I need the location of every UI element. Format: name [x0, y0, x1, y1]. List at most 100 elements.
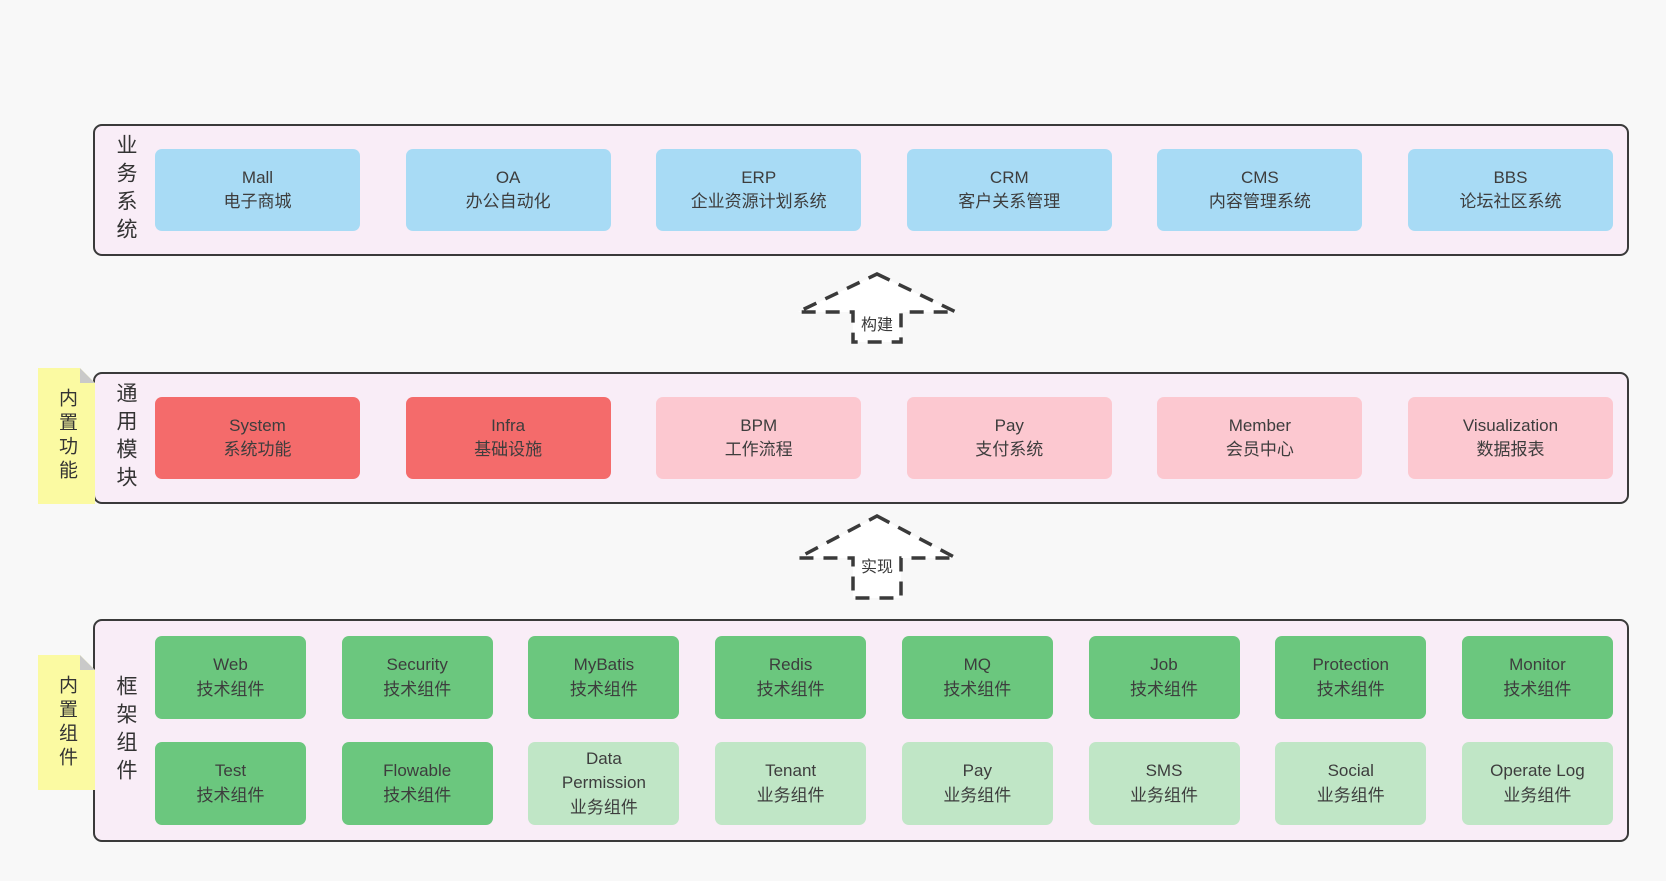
box-infra-subtitle: 基础设施: [474, 440, 543, 459]
box-data-permission: Data Permission 业务组件: [528, 742, 680, 825]
box-redis-name: Redis: [768, 655, 813, 675]
arrow-build-label: 构建: [857, 316, 897, 336]
box-mall-name: Mall: [241, 167, 274, 187]
layer-components-rows: Web 技术组件 Security 技术组件 MyBatis 技术组件 Redi…: [155, 636, 1627, 825]
box-social-name: Social: [1327, 761, 1374, 781]
box-oa-subtitle: 办公自动化: [465, 192, 551, 211]
layer-modules-label: 通用模块: [114, 382, 137, 494]
box-tenant-subtitle: 业务组件: [756, 785, 825, 805]
layer-components-row-1: Web 技术组件 Security 技术组件 MyBatis 技术组件 Redi…: [155, 636, 1613, 719]
box-mybatis-subtitle: 技术组件: [569, 679, 638, 699]
box-tenant: Tenant 业务组件: [715, 742, 867, 825]
box-operate-log-name: Operate Log: [1490, 761, 1585, 781]
box-bpm: BPM 工作流程: [656, 397, 862, 479]
box-mall: Mall 电子商城: [155, 149, 360, 231]
box-security-subtitle: 技术组件: [383, 679, 452, 699]
box-erp-subtitle: 企业资源计划系统: [690, 192, 827, 211]
box-pay-component: Pay 业务组件: [901, 742, 1053, 825]
box-member-subtitle: 会员中心: [1225, 440, 1294, 459]
box-mybatis: MyBatis 技术组件: [528, 636, 680, 719]
box-flowable-subtitle: 技术组件: [383, 785, 452, 805]
layer-business-rows: Mall 电子商城 OA 办公自动化 ERP 企业资源计划系统 CRM 客户关系…: [155, 149, 1627, 231]
arrow-implement: 实现: [792, 510, 962, 602]
box-web-name: Web: [213, 655, 248, 675]
layer-business-label: 业务系统: [114, 134, 137, 246]
box-redis-subtitle: 技术组件: [756, 679, 825, 699]
box-cms: CMS 内容管理系统: [1157, 149, 1363, 231]
box-member: Member 会员中心: [1157, 397, 1363, 479]
layer-common-modules: 通用模块 System 系统功能 Infra 基础设施 BPM 工作流程 Pay: [93, 372, 1629, 504]
box-visualization-subtitle: 数据报表: [1476, 440, 1545, 459]
box-mall-subtitle: 电子商城: [223, 192, 292, 211]
box-sms: SMS 业务组件: [1088, 742, 1240, 825]
box-pay-module-name: Pay: [994, 415, 1024, 435]
box-monitor-name: Monitor: [1509, 655, 1566, 675]
box-mq: MQ 技术组件: [901, 636, 1053, 719]
layer-components-label: 框架组件: [114, 674, 137, 787]
sticky-built-in-features: 内置功能: [38, 368, 95, 504]
layer-modules-row: System 系统功能 Infra 基础设施 BPM 工作流程 Pay 支付系统…: [155, 397, 1613, 479]
box-web-subtitle: 技术组件: [196, 679, 265, 699]
layer-business-systems: 业务系统 Mall 电子商城 OA 办公自动化 ERP 企业资源计划系统 CRM: [93, 124, 1629, 256]
box-visualization: Visualization 数据报表: [1407, 397, 1613, 479]
box-test-name: Test: [214, 761, 247, 781]
sticky-built-in-features-label: 内置功能: [56, 388, 77, 484]
box-operate-log: Operate Log 业务组件: [1461, 742, 1613, 825]
box-operate-log-subtitle: 业务组件: [1503, 785, 1572, 805]
box-pay-component-name: Pay: [962, 761, 992, 781]
box-data-permission-name: Data Permission: [561, 749, 646, 793]
box-sms-subtitle: 业务组件: [1130, 785, 1199, 805]
layer-components-label-column: 框架组件: [95, 621, 155, 840]
box-crm: CRM 客户关系管理: [906, 149, 1112, 231]
box-protection-subtitle: 技术组件: [1316, 679, 1385, 699]
box-protection-name: Protection: [1312, 655, 1389, 675]
box-oa-name: OA: [495, 167, 521, 187]
box-security: Security 技术组件: [341, 636, 493, 719]
box-security-name: Security: [386, 655, 448, 675]
box-visualization-name: Visualization: [1462, 415, 1559, 435]
box-bbs-name: BBS: [1493, 167, 1528, 187]
box-job: Job 技术组件: [1088, 636, 1240, 719]
box-mq-subtitle: 技术组件: [943, 679, 1012, 699]
arrow-up-icon: [797, 514, 957, 600]
sticky-built-in-components: 内置组件: [38, 655, 95, 790]
arrow-implement-label: 实现: [857, 558, 897, 578]
box-mq-name: MQ: [963, 655, 991, 675]
sticky-built-in-components-label: 内置组件: [56, 674, 77, 771]
box-system-subtitle: 系统功能: [223, 440, 292, 459]
box-web: Web 技术组件: [155, 636, 306, 719]
box-protection: Protection 技术组件: [1275, 636, 1427, 719]
box-mybatis-name: MyBatis: [573, 655, 635, 675]
box-bpm-name: BPM: [740, 415, 778, 435]
arrow-build: 构建: [792, 268, 962, 346]
box-infra-name: Infra: [491, 415, 526, 435]
box-pay-module: Pay 支付系统: [906, 397, 1112, 479]
layer-modules-label-column: 通用模块: [95, 374, 155, 502]
box-test: Test 技术组件: [155, 742, 306, 825]
box-system: System 系统功能: [155, 397, 360, 479]
box-erp: ERP 企业资源计划系统: [656, 149, 862, 231]
box-member-name: Member: [1228, 415, 1292, 435]
box-monitor-subtitle: 技术组件: [1503, 679, 1572, 699]
box-social: Social 业务组件: [1275, 742, 1427, 825]
box-erp-name: ERP: [741, 167, 777, 187]
box-bpm-subtitle: 工作流程: [724, 440, 793, 459]
layer-modules-rows: System 系统功能 Infra 基础设施 BPM 工作流程 Pay 支付系统…: [155, 397, 1627, 479]
box-data-permission-subtitle: 业务组件: [569, 797, 638, 817]
box-bbs-subtitle: 论坛社区系统: [1459, 192, 1562, 211]
layer-components-row-2: Test 技术组件 Flowable 技术组件 Data Permission …: [155, 742, 1613, 825]
box-infra: Infra 基础设施: [405, 397, 611, 479]
layer-framework-components: 框架组件 Web 技术组件 Security 技术组件 MyBatis 技术组件…: [93, 619, 1629, 842]
box-cms-subtitle: 内容管理系统: [1208, 192, 1311, 211]
box-tenant-name: Tenant: [765, 761, 817, 781]
box-oa: OA 办公自动化: [405, 149, 611, 231]
box-flowable: Flowable 技术组件: [341, 742, 493, 825]
layer-business-row: Mall 电子商城 OA 办公自动化 ERP 企业资源计划系统 CRM 客户关系…: [155, 149, 1613, 231]
box-pay-module-subtitle: 支付系统: [975, 440, 1044, 459]
arrow-up-icon: [797, 272, 957, 344]
box-sms-name: SMS: [1145, 761, 1183, 781]
box-flowable-name: Flowable: [383, 761, 452, 781]
box-crm-name: CRM: [989, 167, 1029, 187]
box-pay-component-subtitle: 业务组件: [943, 785, 1012, 805]
